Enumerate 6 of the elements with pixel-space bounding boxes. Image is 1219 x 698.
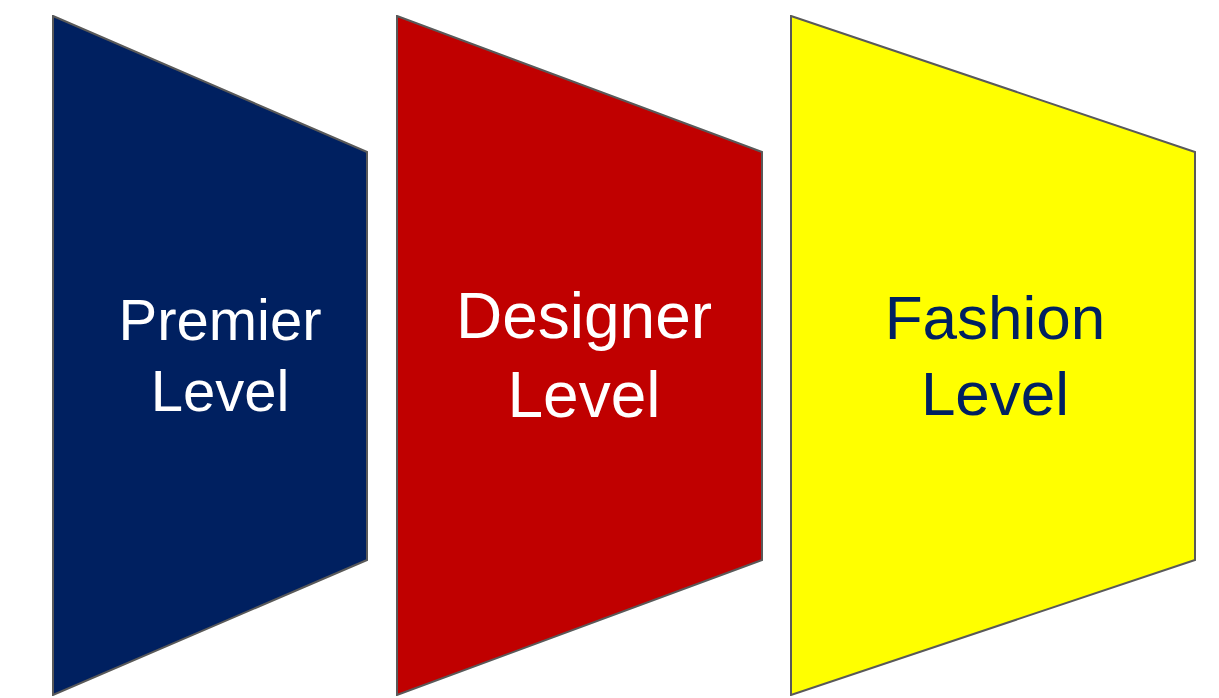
trapezoid-shape (52, 15, 368, 696)
level-label: Fashion Level (883, 281, 1107, 430)
trapezoid-shape (396, 15, 763, 696)
level-label: Premier Level (117, 285, 323, 425)
trapezoid-shape (790, 15, 1196, 696)
level-label: Designer Level (454, 279, 714, 433)
